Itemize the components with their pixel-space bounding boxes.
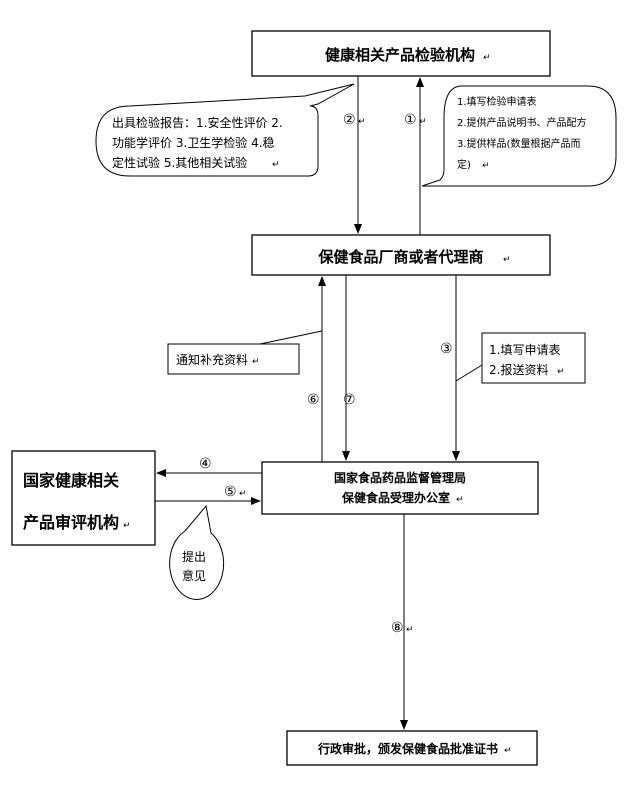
notify-supplement-label: 通知补充资料: [176, 352, 248, 367]
inspection-request-line-3: 3.提供样品(数量根据产品而: [457, 137, 580, 150]
inspection-org-label: 健康相关产品检验机构: [325, 46, 475, 64]
manufacturer-box: 保健食品厂商或者代理商 ↵: [251, 234, 551, 276]
step-5-mark: ↵: [239, 489, 247, 499]
step-3-label: ③: [440, 341, 453, 357]
sfda-office-line-1: 国家食品药品监督管理局: [334, 470, 466, 485]
step-7-label: ⑦: [343, 392, 356, 408]
step-2-label: ②: [343, 112, 356, 128]
step-8-label: ⑧: [391, 620, 404, 636]
opinion-line-1: 提出: [182, 549, 206, 564]
step-1-mark: ↵: [419, 117, 427, 127]
step-5-label: ⑤: [224, 484, 237, 500]
approval-mark: ↵: [504, 746, 512, 756]
review-org-box: 国家健康相关 产品审评机构 ↵: [11, 450, 156, 546]
report-callout-line-2: 功能学评价 3.卫生学检验 4.稳: [112, 135, 275, 150]
step-6-label: ⑥: [307, 392, 320, 408]
step-4-label: ④: [199, 456, 212, 472]
sfda-office-line-2: 保健食品受理办公室: [341, 490, 450, 505]
approval-label: 行政审批，颁发保健食品批准证书: [317, 741, 498, 756]
manufacturer-mark: ↵: [503, 255, 511, 265]
inspection-request-line-2: 2.提供产品说明书、产品配方: [457, 116, 587, 129]
inspection-request-line-4: 定): [457, 158, 471, 171]
application-line-2: 2.报送资料: [489, 362, 548, 377]
inspection-request-callout: 1.填写检验申请表 2.提供产品说明书、产品配方 3.提供样品(数量根据产品而 …: [421, 85, 617, 187]
notify-supplement-mark: ↵: [252, 357, 260, 367]
application-mark: ↵: [557, 367, 565, 377]
step-2-mark: ↵: [358, 117, 366, 127]
report-callout: 出具检验报告：1.安全性评价 2. 功能学评价 3.卫生学检验 4.稳 定性试验…: [95, 83, 355, 177]
review-org-mark: ↵: [123, 521, 131, 531]
approval-box: 行政审批，颁发保健食品批准证书 ↵: [286, 730, 538, 766]
report-callout-line-1: 出具检验报告：1.安全性评价 2.: [112, 115, 283, 130]
sfda-office-box: 国家食品药品监督管理局 保健食品受理办公室 ↵: [261, 461, 539, 515]
report-callout-mark: ↵: [272, 160, 280, 170]
sfda-office-mark: ↵: [456, 495, 464, 505]
application-line-1: 1.填写申请表: [489, 343, 560, 357]
step-8-mark: ↵: [406, 625, 414, 635]
inspection-request-mark: ↵: [482, 161, 490, 171]
review-org-line-1: 国家健康相关: [23, 471, 119, 490]
application-callout: 1.填写申请表 2.报送资料 ↵: [455, 332, 586, 384]
opinion-callout: 提出 意见: [169, 504, 225, 600]
inspection-org-mark: ↵: [483, 53, 491, 63]
step-1-label: ①: [404, 112, 417, 128]
opinion-line-2: 意见: [182, 568, 206, 583]
review-org-line-2: 产品审评机构: [23, 513, 119, 532]
manufacturer-label: 保健食品厂商或者代理商: [317, 248, 483, 266]
inspection-request-line-1: 1.填写检验申请表: [457, 95, 537, 108]
report-callout-line-3: 定性试验 5.其他相关试验: [112, 155, 247, 170]
inspection-org-box: 健康相关产品检验机构 ↵: [251, 30, 551, 77]
notify-supplement-callout: 通知补充资料 ↵: [167, 330, 323, 375]
